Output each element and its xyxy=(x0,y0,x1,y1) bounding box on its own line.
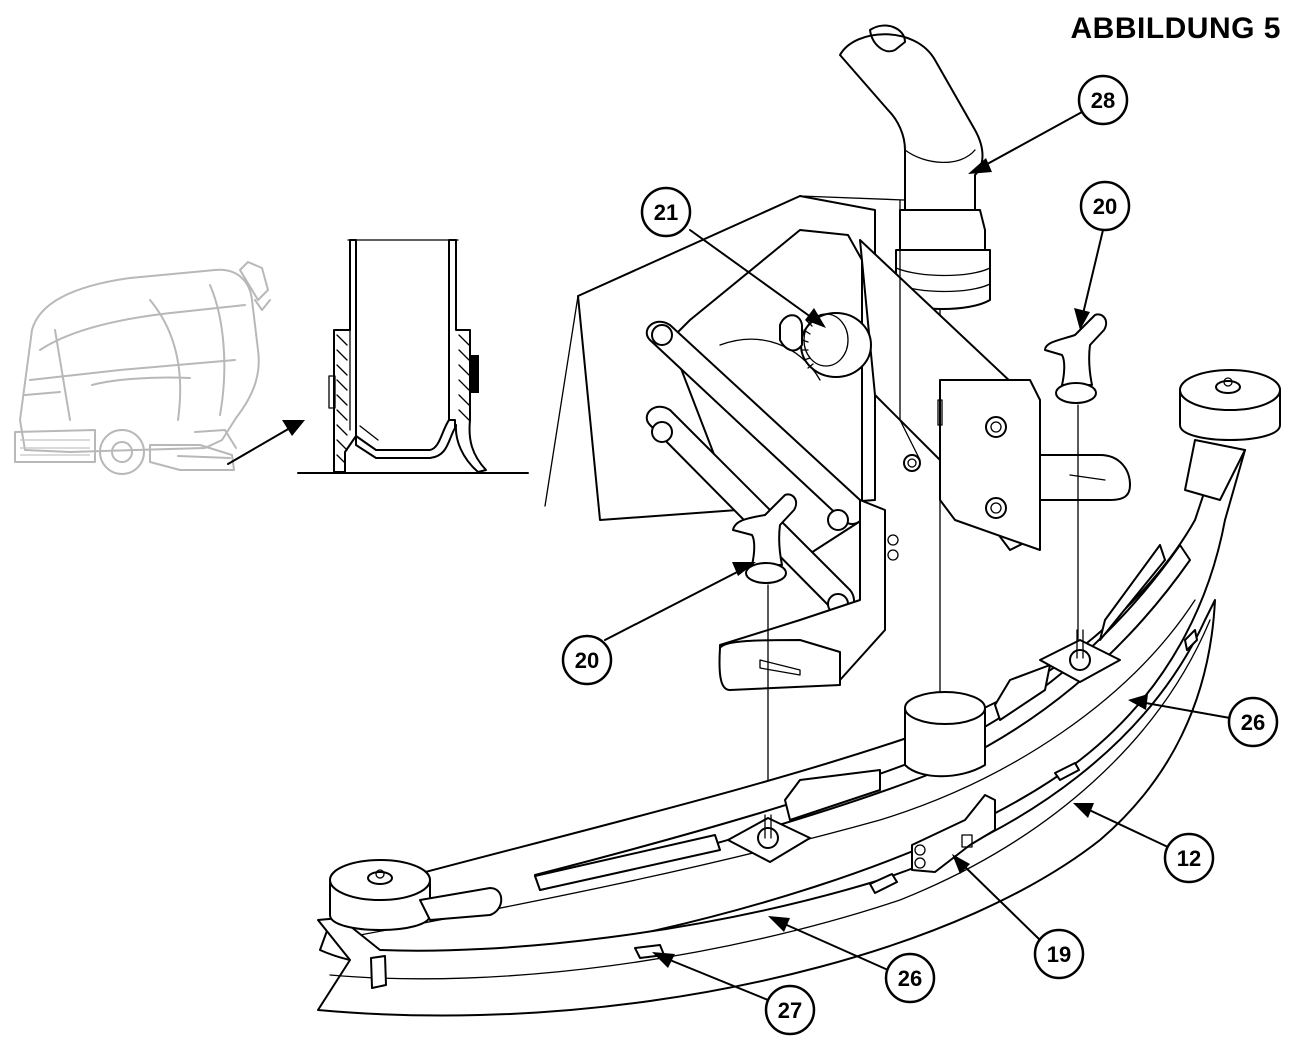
scrubber-machine-thumbnail xyxy=(14,261,271,475)
callout-26-bottom-label: 26 xyxy=(898,966,922,991)
callout-26-right: 26 xyxy=(1227,696,1279,748)
figure-title: ABBILDUNG 5 xyxy=(1070,12,1281,45)
callout-20-right-label: 20 xyxy=(1093,194,1117,219)
callout-20-right: 20 xyxy=(1079,180,1131,232)
callout-28: 28 xyxy=(1077,74,1129,126)
callout-19-label: 19 xyxy=(1047,942,1071,967)
callout-27-label: 27 xyxy=(778,998,802,1023)
callout-20-left-label: 20 xyxy=(575,648,599,673)
callout-27: 27 xyxy=(764,984,816,1036)
detail-pointer-arrow xyxy=(227,420,305,465)
callout-26-right-label: 26 xyxy=(1241,710,1265,735)
callout-28-label: 28 xyxy=(1091,88,1115,113)
callout-leaders xyxy=(604,111,1231,1001)
squeegee-assembly xyxy=(317,24,1281,1017)
hose-cross-section-detail xyxy=(297,239,529,474)
callout-26-bottom: 26 xyxy=(884,952,936,1004)
callout-19: 19 xyxy=(1033,928,1085,980)
callout-20-left: 20 xyxy=(561,634,613,686)
callout-21-label: 21 xyxy=(654,200,678,225)
callout-12-label: 12 xyxy=(1177,846,1201,871)
callout-21: 21 xyxy=(640,186,692,238)
callout-12: 12 xyxy=(1163,832,1215,884)
